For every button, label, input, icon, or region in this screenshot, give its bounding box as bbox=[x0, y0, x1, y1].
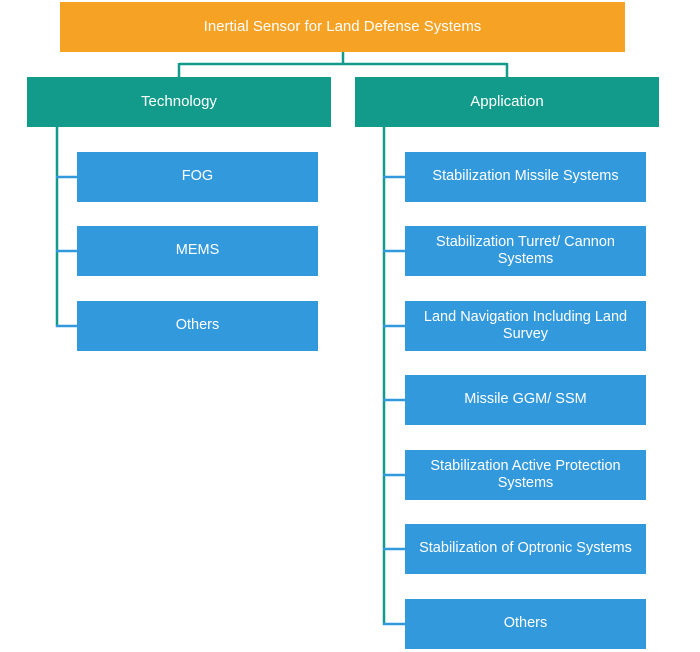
technology-item-fog: FOG bbox=[77, 152, 318, 202]
application-item-stabilization-missile: Stabilization Missile Systems bbox=[405, 152, 646, 202]
category-technology: Technology bbox=[27, 77, 331, 127]
application-item-land-navigation: Land Navigation Including Land Survey bbox=[405, 301, 646, 351]
root-node: Inertial Sensor for Land Defense Systems bbox=[60, 2, 625, 52]
technology-item-mems: MEMS bbox=[77, 226, 318, 276]
application-item-stabilization-turret: Stabilization Turret/ Cannon Systems bbox=[405, 226, 646, 276]
application-item-active-protection: Stabilization Active Protection Systems bbox=[405, 450, 646, 500]
application-item-optronic: Stabilization of Optronic Systems bbox=[405, 524, 646, 574]
technology-item-others: Others bbox=[77, 301, 318, 351]
application-item-missile-ggm: Missile GGM/ SSM bbox=[405, 375, 646, 425]
application-item-others: Others bbox=[405, 599, 646, 649]
category-application: Application bbox=[355, 77, 659, 127]
